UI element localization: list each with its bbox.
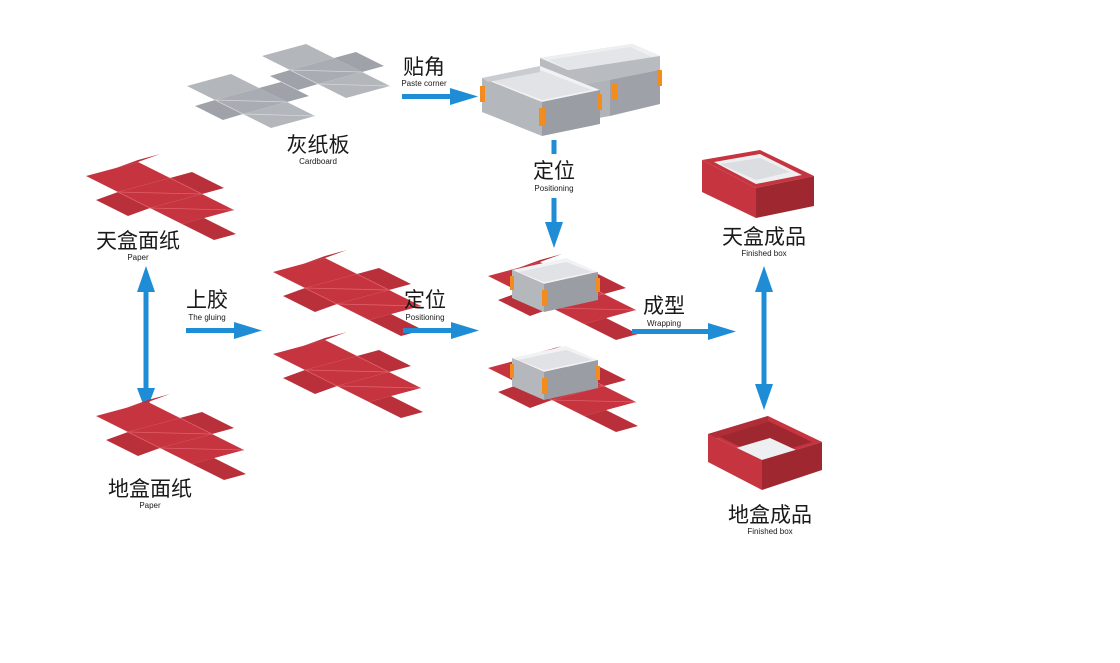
lid-paper-label-en: Paper: [127, 253, 149, 262]
positioning-mid-label-zh: 定位: [404, 288, 446, 312]
arrow-right-icon: [403, 322, 479, 339]
positioning-top-label-en: Positioning: [534, 184, 573, 193]
lid-finished-label-en: Finished box: [741, 249, 786, 258]
cardboard-boxes-illustration: [480, 44, 662, 136]
paste-corner-label-zh: 贴角: [403, 55, 445, 79]
positioning-top-label-zh: 定位: [533, 159, 575, 183]
base-paper-illustration: [95, 393, 247, 481]
double-arrow-vertical-icon: [137, 266, 155, 412]
positioned-boxes-illustration: [487, 253, 639, 433]
arrow-right-icon: [402, 88, 478, 105]
gluing-label-en: The gluing: [188, 313, 225, 322]
wrapping-label-zh: 成型: [643, 294, 685, 318]
base-finished-label-en: Finished box: [747, 527, 792, 536]
arrow-down-icon: [545, 140, 563, 248]
glued-papers-illustration: [272, 249, 424, 419]
arrow-right-icon: [186, 322, 262, 339]
positioning-mid-label-en: Positioning: [405, 313, 444, 322]
lid-finished-box-illustration: [702, 150, 814, 218]
lid-paper-illustration: [85, 153, 237, 241]
base-finished-box-illustration: [708, 416, 822, 490]
lid-finished-label-zh: 天盒成品: [722, 225, 806, 249]
cardboard-label-en: Cardboard: [299, 157, 337, 166]
base-paper-label-en: Paper: [139, 501, 161, 510]
cardboard-nets-illustration: [186, 43, 391, 129]
base-finished-label-zh: 地盒成品: [728, 503, 812, 527]
cardboard-label-zh: 灰纸板: [287, 133, 350, 157]
wrapping-label-en: Wrapping: [647, 319, 681, 328]
double-arrow-vertical-icon: [755, 266, 773, 410]
lid-paper-label-zh: 天盒面纸: [96, 229, 180, 253]
gluing-label-zh: 上胶: [186, 288, 228, 312]
base-paper-label-zh: 地盒面纸: [108, 477, 192, 501]
arrow-right-icon: [632, 323, 736, 340]
paste-corner-label-en: Paste corner: [401, 79, 447, 88]
